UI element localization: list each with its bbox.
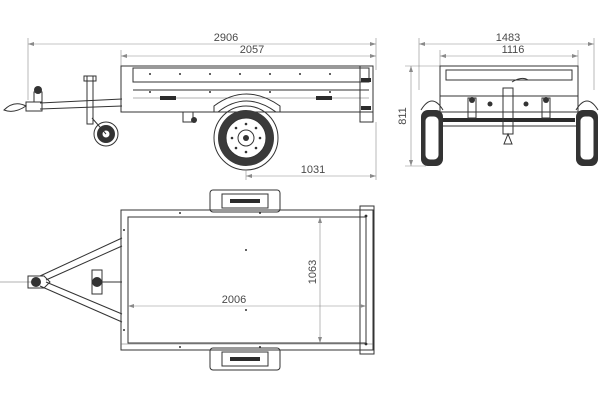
trailer-box-top [120,205,375,355]
dim-label-front-total-width: 1483 [496,32,520,44]
front-view: 1483 1116 811 [397,32,599,167]
dimension-side-total-length: 2906 [27,32,377,100]
front-wheels [420,100,599,166]
dimension-top-inner-length: 2006 [128,294,366,308]
dim-label-side-axle-to-rear: 1031 [301,164,325,176]
dim-label-side-total-length: 2906 [214,32,238,44]
wheel-side [213,93,281,171]
dim-label-top-inner-length: 2006 [222,294,246,306]
dimension-front-total-width: 1483 [418,32,595,90]
top-view: 2006 1063 [0,189,375,371]
side-view: 2906 2057 [3,32,377,180]
trailer-box-front [439,65,579,145]
dimension-side-box-length: 2057 [120,44,376,68]
dim-label-top-inner-width: 1063 [307,260,319,284]
dim-label-front-box-width: 1116 [502,44,525,56]
dim-label-front-height: 811 [397,107,409,125]
dimension-top-inner-width: 1063 [307,217,322,343]
drawbar-top [0,237,123,323]
fender-top-view [209,189,281,371]
dimension-front-height: 811 [397,65,440,167]
dimension-side-axle-to-rear: 1031 [245,122,377,180]
dimension-front-box-width: 1116 [439,44,579,68]
dim-label-side-box-length: 2057 [240,44,264,56]
trailer-box-side [120,65,374,123]
drawbar-side [3,75,197,147]
